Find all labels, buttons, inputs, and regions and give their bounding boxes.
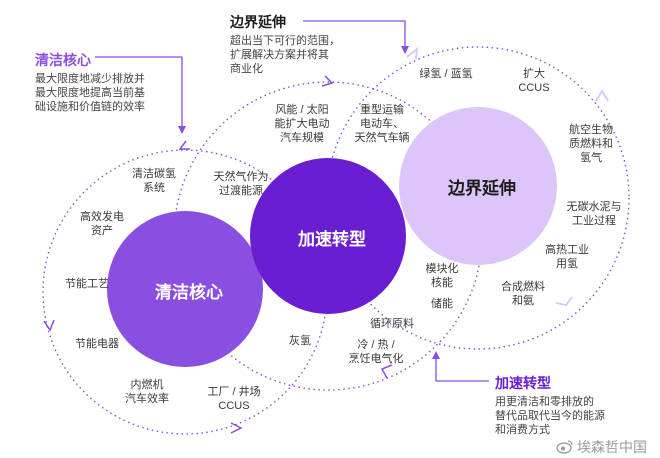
ring-arrow	[555, 296, 573, 306]
ring-arrow	[230, 422, 243, 434]
frontier-circle	[399, 107, 557, 265]
label-synthetic-fuel: 合成燃料 和氨	[501, 281, 545, 307]
label-modular-nuclear: 模块化 核能	[425, 263, 459, 289]
label-ice-efficiency: 内燃机 汽车效率	[125, 379, 169, 405]
label-high-heat-hydrogen: 高热工业 用氢	[545, 244, 589, 270]
frontier-circle-title: 边界延伸	[448, 179, 516, 198]
accelerate-callout-title: 加速转型	[495, 375, 551, 391]
label-energy-saving-appliances: 节能电器	[75, 338, 119, 350]
accelerate-callout-desc: 用更清洁和零排放的 替代品取代当今的能源 和消费方式	[495, 396, 605, 436]
label-carbon-free-cement: 无碳水泥与 工业过程	[566, 201, 622, 227]
core-callout-title: 清洁核心	[35, 52, 91, 68]
frontier-callout-title: 边界延伸	[230, 14, 286, 30]
frontier-callout-desc: 超出当下可行的范围， 扩展解决方案并将其 商业化	[230, 35, 340, 75]
accelerate-connector	[435, 355, 489, 382]
frontier-connector	[303, 20, 406, 50]
label-energy-saving-process: 节能工艺	[65, 278, 109, 290]
label-green-blue-hydrogen: 绿氢 / 蓝氢	[419, 68, 473, 80]
label-scale-ccus: 扩大 CCUS	[518, 68, 550, 94]
label-circular-materials: 循环原料	[370, 318, 414, 330]
label-clean-hydrogen: 清洁碳氢 系统	[132, 168, 176, 194]
label-heavy-transport: 重型运输 电动车、 天然气车辆	[354, 104, 410, 144]
label-wind-solar: 风能 / 太阳 能扩大电动 汽车规模	[274, 104, 330, 144]
core-connector	[95, 56, 183, 130]
accelerate-circle-title: 加速转型	[298, 230, 366, 249]
label-gas-transition: 天然气作为 过渡能源	[213, 171, 269, 197]
accelerate-circle	[250, 158, 406, 314]
ring-arrow	[43, 319, 55, 332]
ring-arrow	[380, 364, 393, 379]
label-factory-ccus: 工厂 / 井场 CCUS	[207, 386, 261, 412]
core-circle-title: 清洁核心	[155, 283, 223, 302]
core-callout-desc: 最大限度地减少排放并 最大限度地提高当前基 础设施和价值链的效率	[35, 73, 145, 113]
ring-arrow	[595, 89, 609, 102]
label-aviation-fuel: 航空生物 质燃料和 氢气	[569, 124, 613, 164]
ring-arrow	[406, 46, 419, 60]
frontier-ring	[326, 46, 630, 350]
ring-arrow	[321, 75, 334, 87]
frontier-connector-arrow	[401, 46, 409, 54]
label-gray-hydrogen: 灰氢	[289, 335, 311, 347]
watermark: 埃森哲中国	[577, 439, 647, 455]
accelerate-connector-arrow	[432, 351, 440, 359]
label-storage: 储能	[431, 298, 453, 310]
label-efficient-generation: 高效发电 资产	[80, 211, 124, 237]
label-heat-electrification: 冷 / 热 / 烹饪电气化	[348, 339, 404, 365]
weibo-icon	[556, 440, 573, 454]
core-circle	[107, 211, 263, 367]
core-connector-arrow	[178, 126, 186, 134]
ring-arrow	[178, 140, 190, 150]
